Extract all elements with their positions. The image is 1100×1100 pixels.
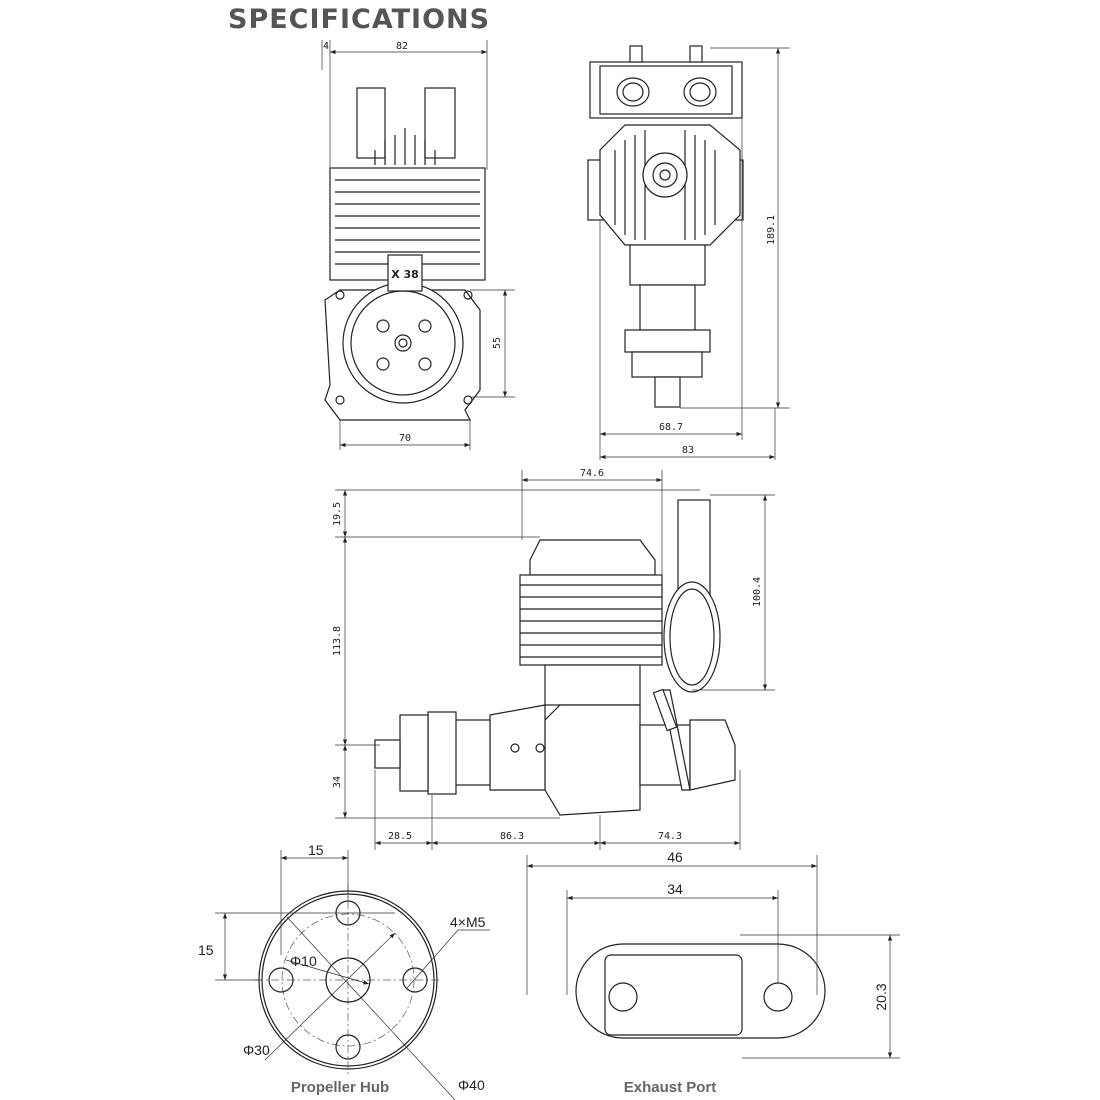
propeller-hub-caption: Propeller Hub [291,1079,389,1096]
side-view-dimensions: 189.1 68.7 83 [599,47,790,460]
hub-center-dia: Φ10 [290,953,317,969]
exhaust-dim-outer: 46 [667,849,683,865]
dim-muffler: 100.4 [752,577,763,607]
dim-top: 19.5 [332,502,343,526]
dim-body: 86.3 [500,831,524,842]
hub-dim-x: 15 [308,842,324,858]
propeller-hub-drawing: 15 15 Φ10 Φ40 Φ30 4×M5 Propeller Hub [198,842,490,1100]
dim-bottom: 34 [332,776,343,788]
dim-carb: 74.3 [658,831,682,842]
dim-mount-height: 55 [492,337,503,349]
hub-dim-y: 15 [198,942,214,958]
side-view [587,45,744,408]
dim-mount-width: 70 [399,433,411,444]
exhaust-dim-height: 20.3 [873,983,889,1010]
dim-hub: 28.5 [388,831,412,842]
dim-side: 4 [323,41,329,52]
hub-bolt-circle: Φ30 [243,1042,270,1058]
dim-cylinder: 113.8 [332,626,343,656]
exhaust-port-caption: Exhaust Port [624,1079,717,1096]
engine-badge: X 38 [391,268,419,281]
hub-outer-dia: Φ40 [458,1077,485,1093]
dim-head: 74.6 [580,468,604,479]
top-view-dimensions: 74.6 19.5 113.8 34 100.4 28.5 86.3 74.3 [332,468,775,850]
dim-width: 82 [396,41,408,52]
exhaust-port-drawing: 46 34 20.3 Exhaust Port [526,849,900,1096]
exhaust-dim-holes: 34 [667,881,683,897]
front-view: X 38 [324,87,486,421]
dim-inner-width: 68.7 [659,422,683,433]
top-view [374,499,736,816]
front-view-dimensions: 4 82 55 70 [321,40,515,450]
page-title: SPECIFICATIONS [228,4,490,35]
dim-width-side: 83 [682,445,694,456]
engine-badge-plate [387,254,423,292]
hub-bolts: 4×M5 [450,914,486,930]
dim-height: 189.1 [766,215,777,245]
